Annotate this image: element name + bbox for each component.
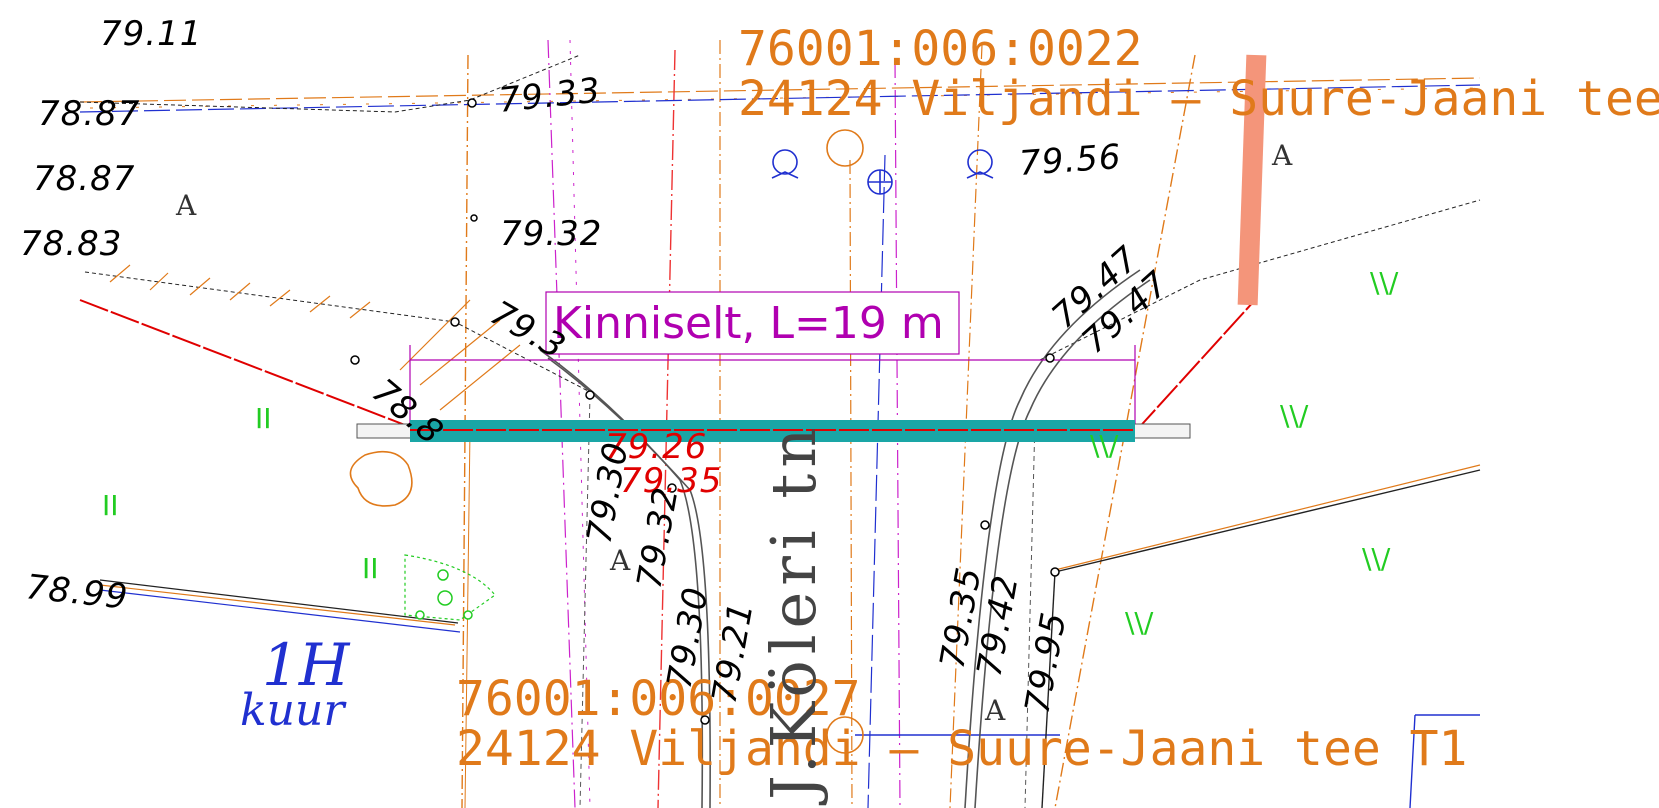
elev-17: 79.95 <box>1017 609 1074 717</box>
zone-a-3: A <box>609 544 631 577</box>
grass-symbol-1: II <box>255 402 272 435</box>
elev-4: 78.83 <box>20 224 122 264</box>
elev-2: 78.87 <box>38 94 140 134</box>
elev-11: 79.30 <box>579 439 636 547</box>
culvert <box>356 420 1191 442</box>
parcel-bottom-id: 76001:006:0027 <box>456 671 861 727</box>
grass-symbol-2: II <box>102 489 119 522</box>
salmon-bar <box>1237 54 1267 306</box>
orange-manhole-icon-2 <box>826 716 864 754</box>
parcel-top-id: 76001:006:0022 <box>738 21 1143 77</box>
red-value-2: 79.35 <box>620 461 722 501</box>
meadow-symbol-5: \\/ <box>1090 429 1119 462</box>
parcel-bottom-name: 24124 Viljandi – Suure-Jaani tee T1 <box>456 721 1467 777</box>
grass-symbol-3: II <box>362 552 379 585</box>
zone-a-1: A <box>175 189 197 222</box>
meadow-symbol-2: \\/ <box>1280 399 1309 432</box>
building-code: 1H <box>262 631 351 699</box>
manhole-icons <box>771 149 994 195</box>
meadow-symbol-3: \\/ <box>1362 542 1391 575</box>
orange-manhole-icon <box>826 129 864 167</box>
elev-6: 79.32 <box>500 214 602 254</box>
parcel-top-name: 24124 Viljandi – Suure-Jaani tee <box>738 71 1659 127</box>
building-type: kuur <box>240 685 347 736</box>
elev-10: 78.99 <box>24 567 130 617</box>
elev-1: 79.11 <box>100 14 202 54</box>
elev-7: 79.56 <box>1018 137 1123 184</box>
elev-3: 78.87 <box>33 159 135 199</box>
meadow-symbol-4: \\/ <box>1125 606 1154 639</box>
elev-5: 79.33 <box>497 70 603 120</box>
crossing-label-box <box>545 291 960 355</box>
meadow-symbol-1: \\/ <box>1370 266 1399 299</box>
crossing-label: Kinniselt, L=19 m <box>553 298 944 349</box>
zone-a-2: A <box>1271 139 1293 172</box>
red-value-1: 79.26 <box>605 427 707 467</box>
survey-points <box>350 98 1060 725</box>
street-name: J.Köleri tn <box>757 422 830 806</box>
zone-a-4: A <box>984 694 1006 727</box>
